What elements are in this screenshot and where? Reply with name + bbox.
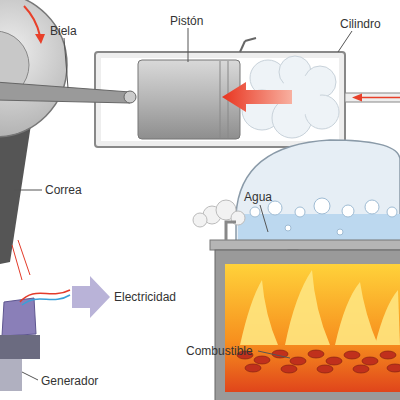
leader-lines (14, 28, 352, 380)
generator-base (0, 335, 40, 359)
part-label: Cilindro (340, 17, 381, 31)
boiler-furnace (215, 250, 400, 400)
part-label: Generador (41, 374, 98, 388)
red-line (18, 240, 30, 275)
rotation-arrow (24, 6, 40, 36)
inlet-arrow (360, 97, 400, 99)
flames (240, 270, 400, 345)
piston-groove (220, 61, 221, 138)
generator-stand (0, 359, 22, 391)
electricity-arrow (72, 276, 110, 318)
part-label: Electricidad (114, 290, 176, 304)
flywheel (0, 0, 67, 137)
cylinder (95, 52, 345, 147)
bubbles (250, 198, 397, 235)
part-label: Agua (244, 190, 272, 204)
part-label: Combustible (186, 344, 253, 358)
inlet-arrowhead (352, 94, 362, 102)
part-label: Correa (45, 183, 82, 197)
wire (20, 290, 70, 302)
boiler-flange (210, 240, 400, 250)
connecting-rod (0, 82, 130, 103)
piston-pin (124, 91, 136, 103)
wire (22, 295, 70, 305)
valve (240, 41, 245, 52)
valve (245, 38, 256, 41)
coals (237, 350, 400, 373)
steam-puff (193, 200, 245, 227)
part-label: Pistón (170, 14, 203, 28)
rotation-arrowhead (35, 34, 45, 44)
fire (225, 264, 400, 392)
steam-inlet-pipe (345, 93, 400, 102)
piston (138, 60, 240, 139)
belt (0, 118, 32, 264)
boiler-dome (236, 140, 400, 245)
force-arrow (222, 82, 292, 112)
red-line (12, 245, 22, 280)
generator (2, 298, 36, 336)
part-label: Biela (50, 24, 77, 38)
steam-spout (226, 222, 236, 240)
